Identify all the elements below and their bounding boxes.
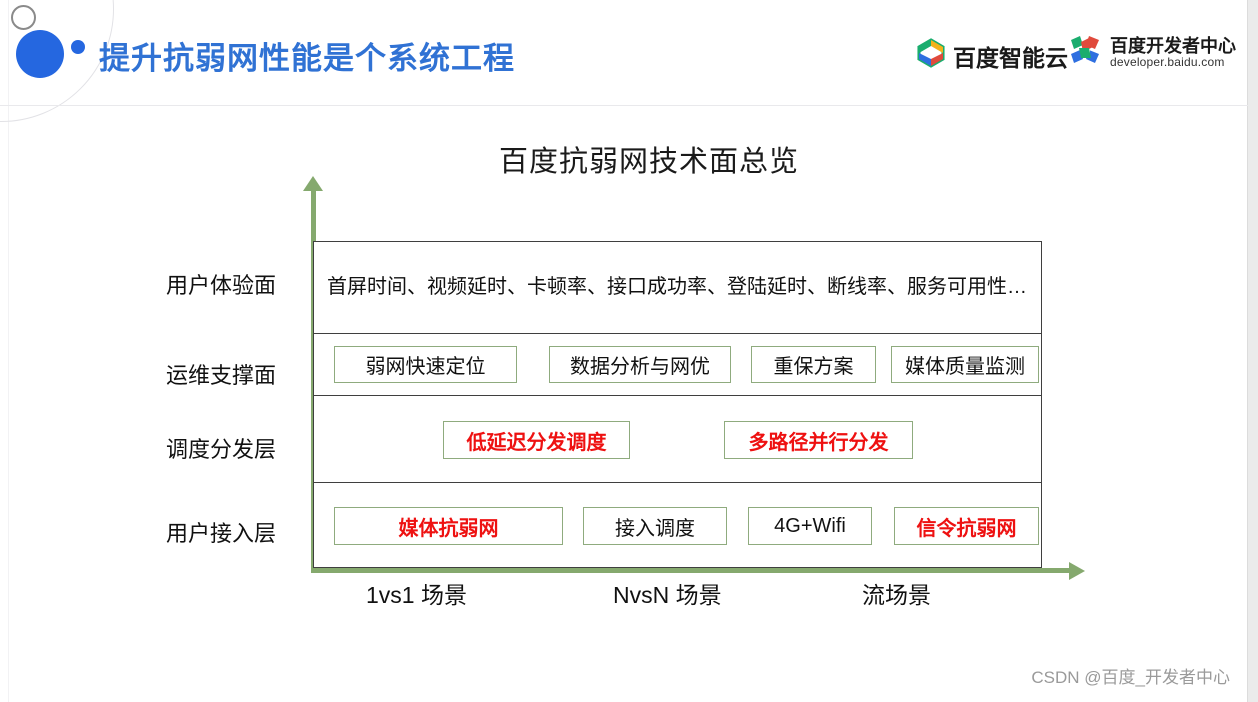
row-label-scheduling: 调度分发层 [166,437,277,462]
decorative-circle-small-icon [71,40,85,54]
page-right-edge-strip [1248,0,1258,702]
baidu-cloud-logo-text: 百度智能云 [953,44,1068,71]
technology-matrix: 首屏时间、视频延时、卡顿率、接口成功率、登陆延时、断线率、服务可用性… 弱网快速… [313,241,1042,568]
matrix-row-user-access: 媒体抗弱网 接入调度 4G+Wifi 信令抗弱网 [314,483,1041,567]
x-axis-label-1vs1: 1vs1 场景 [366,582,467,608]
baidu-developer-logo-texts: 百度开发者中心 developer.baidu.com [1110,35,1236,69]
baidu-cloud-logo: 百度智能云 [916,38,1068,73]
chart-title: 百度抗弱网技术面总览 [0,138,1248,180]
baidu-developer-pinwheel-icon [1069,34,1103,71]
user-experience-metrics-text: 首屏时间、视频延时、卡顿率、接口成功率、登陆延时、断线率、服务可用性… [327,276,1027,298]
baidu-developer-url: developer.baidu.com [1110,54,1225,69]
matrix-row-scheduling: 低延迟分发调度 多路径并行分发 [314,396,1041,483]
chip-multipath-parallel-delivery[interactable]: 多路径并行分发 [724,421,913,459]
row-label-user-experience: 用户体验面 [166,273,277,298]
chip-signaling-anti-weak-network[interactable]: 信令抗弱网 [894,507,1039,545]
x-axis-label-stream: 流场景 [862,582,931,608]
x-axis-line [311,568,1073,573]
chip-data-analysis-network-opt[interactable]: 数据分析与网优 [549,346,731,383]
chip-weak-network-locate[interactable]: 弱网快速定位 [334,346,517,383]
header-divider [0,105,1248,106]
baidu-cloud-hexagon-icon [916,38,946,73]
x-axis-label-nvsn: NvsN 场景 [613,582,722,608]
chip-low-latency-dispatch[interactable]: 低延迟分发调度 [443,421,630,459]
csdn-watermark: CSDN @百度_开发者中心 [1031,668,1230,687]
matrix-row-user-experience: 首屏时间、视频延时、卡顿率、接口成功率、登陆延时、断线率、服务可用性… [314,242,1041,334]
row-label-user-access: 用户接入层 [166,521,277,546]
chip-4g-wifi[interactable]: 4G+Wifi [748,507,872,545]
chip-media-quality-monitor[interactable]: 媒体质量监测 [891,346,1039,383]
row-label-ops-support: 运维支撑面 [166,363,277,388]
chip-major-event-assurance[interactable]: 重保方案 [751,346,876,383]
x-axis-arrowhead-icon [1069,562,1085,580]
chip-access-scheduling[interactable]: 接入调度 [583,507,727,545]
decorative-ring-icon [11,5,36,30]
baidu-developer-name: 百度开发者中心 [1110,35,1236,56]
baidu-developer-logo: 百度开发者中心 developer.baidu.com [1069,34,1236,71]
page-left-edge [8,0,9,702]
chart-title-text: 百度抗弱网技术面总览 [498,146,799,178]
page-title: 提升抗弱网性能是个系统工程 [99,41,515,76]
chip-media-anti-weak-network[interactable]: 媒体抗弱网 [334,507,563,545]
slide-header: 提升抗弱网性能是个系统工程 百度智能云 [0,0,1248,122]
matrix-row-ops-support: 弱网快速定位 数据分析与网优 重保方案 媒体质量监测 [314,334,1041,396]
decorative-circle-large-icon [16,30,64,78]
page-right-edge-line [1247,0,1248,702]
